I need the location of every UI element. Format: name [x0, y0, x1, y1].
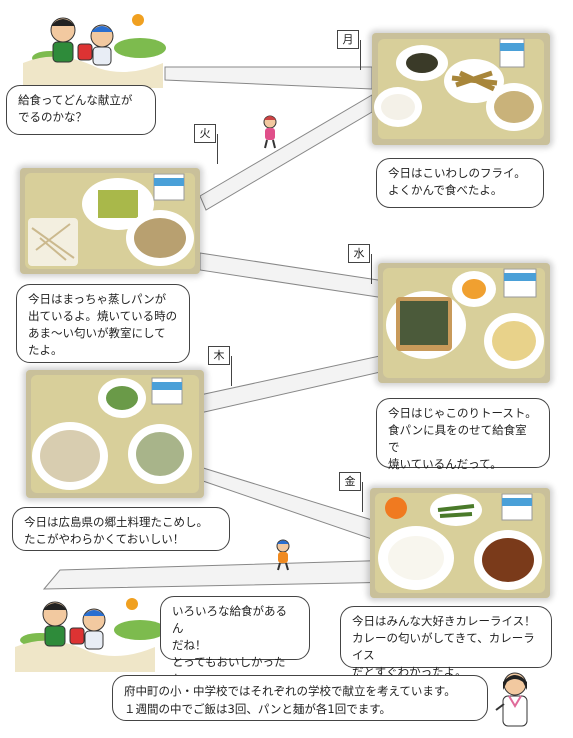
friday-caption-bubble: 今日はみんな大好きカレーライス！ カレーの匂いがしてきて、カレーライス だとすぐ…: [340, 606, 552, 679]
outro-speech-bubble: いろいろな給食があるん だね！ とってもおいしかったね。: [160, 596, 310, 686]
girl-walking-icon: [263, 115, 277, 149]
day-tag-friday: 金: [339, 472, 361, 491]
monday-lunch-photo: [372, 33, 550, 145]
day-tag-connector: [360, 40, 361, 70]
children-walking-illustration-bottom: [15, 598, 155, 672]
day-tag-thursday: 木: [208, 346, 230, 365]
monday-caption-bubble: 今日はこいわしのフライ。 よくかんで食べたよ。: [376, 158, 544, 208]
boy-walking-icon: [276, 539, 290, 571]
children-walking-illustration: [23, 14, 163, 88]
intro-speech-bubble: 給食ってどんな献立が でるのかな？: [6, 85, 156, 135]
day-tag-connector: [371, 254, 372, 284]
day-tag-connector: [362, 482, 363, 512]
day-tag-tuesday: 火: [194, 124, 216, 143]
teacher-illustration: [495, 672, 528, 727]
friday-lunch-photo: [370, 488, 550, 598]
day-tag-monday: 月: [337, 30, 359, 49]
thursday-caption-bubble: 今日は広島県の郷土料理たこめし。 たこがやわらかくておいしい！: [12, 507, 230, 551]
tuesday-caption-bubble: 今日はまっちゃ蒸しパンが 出ているよ。焼いている時の あま〜い匂いが教室にして …: [16, 284, 190, 363]
day-tag-wednesday: 水: [348, 244, 370, 263]
thursday-lunch-photo: [26, 370, 204, 498]
wednesday-caption-bubble: 今日はじゃこのりトースト。 食パンに具をのせて給食室で 焼いているんだって。: [376, 398, 550, 471]
tuesday-lunch-photo: [20, 168, 200, 274]
day-tag-connector: [217, 134, 218, 164]
footer-note-bubble: 府中町の小・中学校ではそれぞれの学校で献立を考えています。 １週間の中でご飯は3…: [112, 675, 488, 721]
wednesday-lunch-photo: [378, 263, 550, 383]
day-tag-connector: [231, 356, 232, 386]
